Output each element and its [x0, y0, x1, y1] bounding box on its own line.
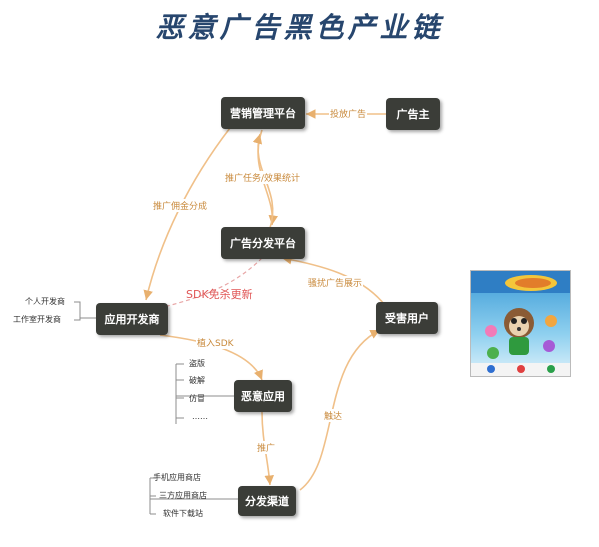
marketing-platform-label: 营销管理平台	[230, 107, 296, 120]
advertiser-node: 广告主	[386, 98, 440, 130]
edge-label-implant: 植入SDK	[196, 336, 235, 349]
edge-label-sdk-update: SDK免杀更新	[186, 288, 253, 301]
app-type-item: 盗版	[189, 359, 205, 368]
page-title: 恶意广告黑色产业链	[155, 11, 444, 44]
distribution-channel-label: 分发渠道	[245, 495, 289, 508]
victim-user-label: 受害用户	[385, 312, 429, 325]
developer-type-item: 个人开发商	[25, 297, 65, 306]
edge-label-promote: 推广	[256, 441, 277, 454]
game-screenshot-image	[471, 271, 570, 376]
edge-label-reach: 触达	[323, 409, 344, 422]
developer-type-item: 工作室开发商	[13, 315, 61, 324]
malicious-app-node: 恶意应用	[234, 380, 292, 412]
channel-type-item: 软件下载站	[163, 509, 203, 518]
edge-label-tasks: 推广任务/效果统计	[224, 171, 302, 184]
app-type-item: 破解	[189, 376, 205, 385]
ad-distribution-platform-node: 广告分发平台	[221, 227, 305, 259]
victim-user-node: 受害用户	[376, 302, 438, 334]
game-app-screenshot	[470, 270, 571, 377]
advertiser-label: 广告主	[396, 108, 430, 121]
channel-type-item: 手机应用商店	[153, 473, 201, 482]
app-developer-node: 应用开发商	[96, 303, 168, 335]
marketing-platform-node: 营销管理平台	[221, 97, 305, 129]
app-developer-label: 应用开发商	[104, 313, 160, 326]
ad-distribution-label: 广告分发平台	[230, 237, 296, 250]
app-type-item: 仿冒	[189, 394, 205, 403]
edge-label-commission: 推广佣金分成	[152, 199, 209, 212]
app-type-item: ……	[192, 412, 208, 421]
distribution-channel-node: 分发渠道	[238, 486, 296, 516]
malicious-app-label: 恶意应用	[241, 390, 285, 403]
edge-label-harass: 骚扰广告展示	[307, 276, 364, 289]
edge-label-advertise: 投放广告	[329, 107, 368, 120]
channel-type-item: 三方应用商店	[159, 491, 207, 500]
